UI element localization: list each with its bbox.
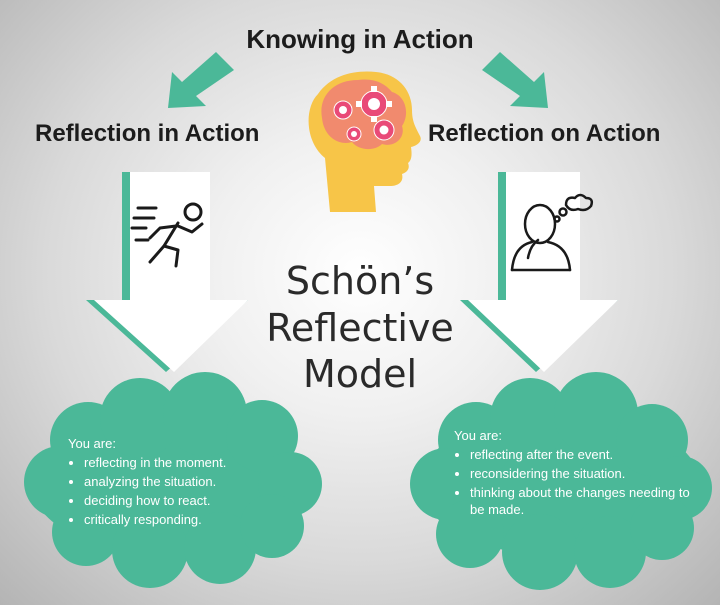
head-with-gears-icon xyxy=(308,71,421,212)
list-item: analyzing the situation. xyxy=(84,474,298,491)
model-title-line-2: Reflective xyxy=(266,305,454,350)
knowing-in-action-title: Knowing in Action xyxy=(246,24,474,54)
left-down-arrow xyxy=(86,172,248,372)
left-cloud xyxy=(24,372,322,588)
list-item: reconsidering the situation. xyxy=(470,466,690,483)
model-title: Schön’s Reflective Model xyxy=(238,258,482,398)
reflection-on-action-title: Reflection on Action xyxy=(428,120,661,147)
running-person-icon xyxy=(130,202,204,268)
left-cloud-text: You are: reflecting in the moment. analy… xyxy=(68,436,298,530)
model-title-line-3: Model xyxy=(302,352,418,397)
arrow-to-right-icon xyxy=(482,52,548,108)
list-item: reflecting after the event. xyxy=(470,447,690,464)
left-cloud-intro: You are: xyxy=(68,436,116,451)
left-cloud-list: reflecting in the moment. analyzing the … xyxy=(68,455,298,529)
right-down-arrow xyxy=(460,172,618,372)
list-item: deciding how to react. xyxy=(84,493,298,510)
right-cloud xyxy=(410,372,712,590)
model-title-line-1: Schön’s xyxy=(285,259,435,303)
right-cloud-list: reflecting after the event. reconsiderin… xyxy=(454,447,690,519)
thinking-person-icon xyxy=(510,193,594,272)
right-cloud-text: You are: reflecting after the event. rec… xyxy=(454,428,690,520)
list-item: thinking about the changes needing to be… xyxy=(470,485,690,519)
reflection-in-action-title: Reflection in Action xyxy=(35,120,260,147)
right-cloud-intro: You are: xyxy=(454,428,502,443)
list-item: reflecting in the moment. xyxy=(84,455,298,472)
list-item: critically responding. xyxy=(84,512,298,529)
arrow-to-left-icon xyxy=(168,52,234,108)
